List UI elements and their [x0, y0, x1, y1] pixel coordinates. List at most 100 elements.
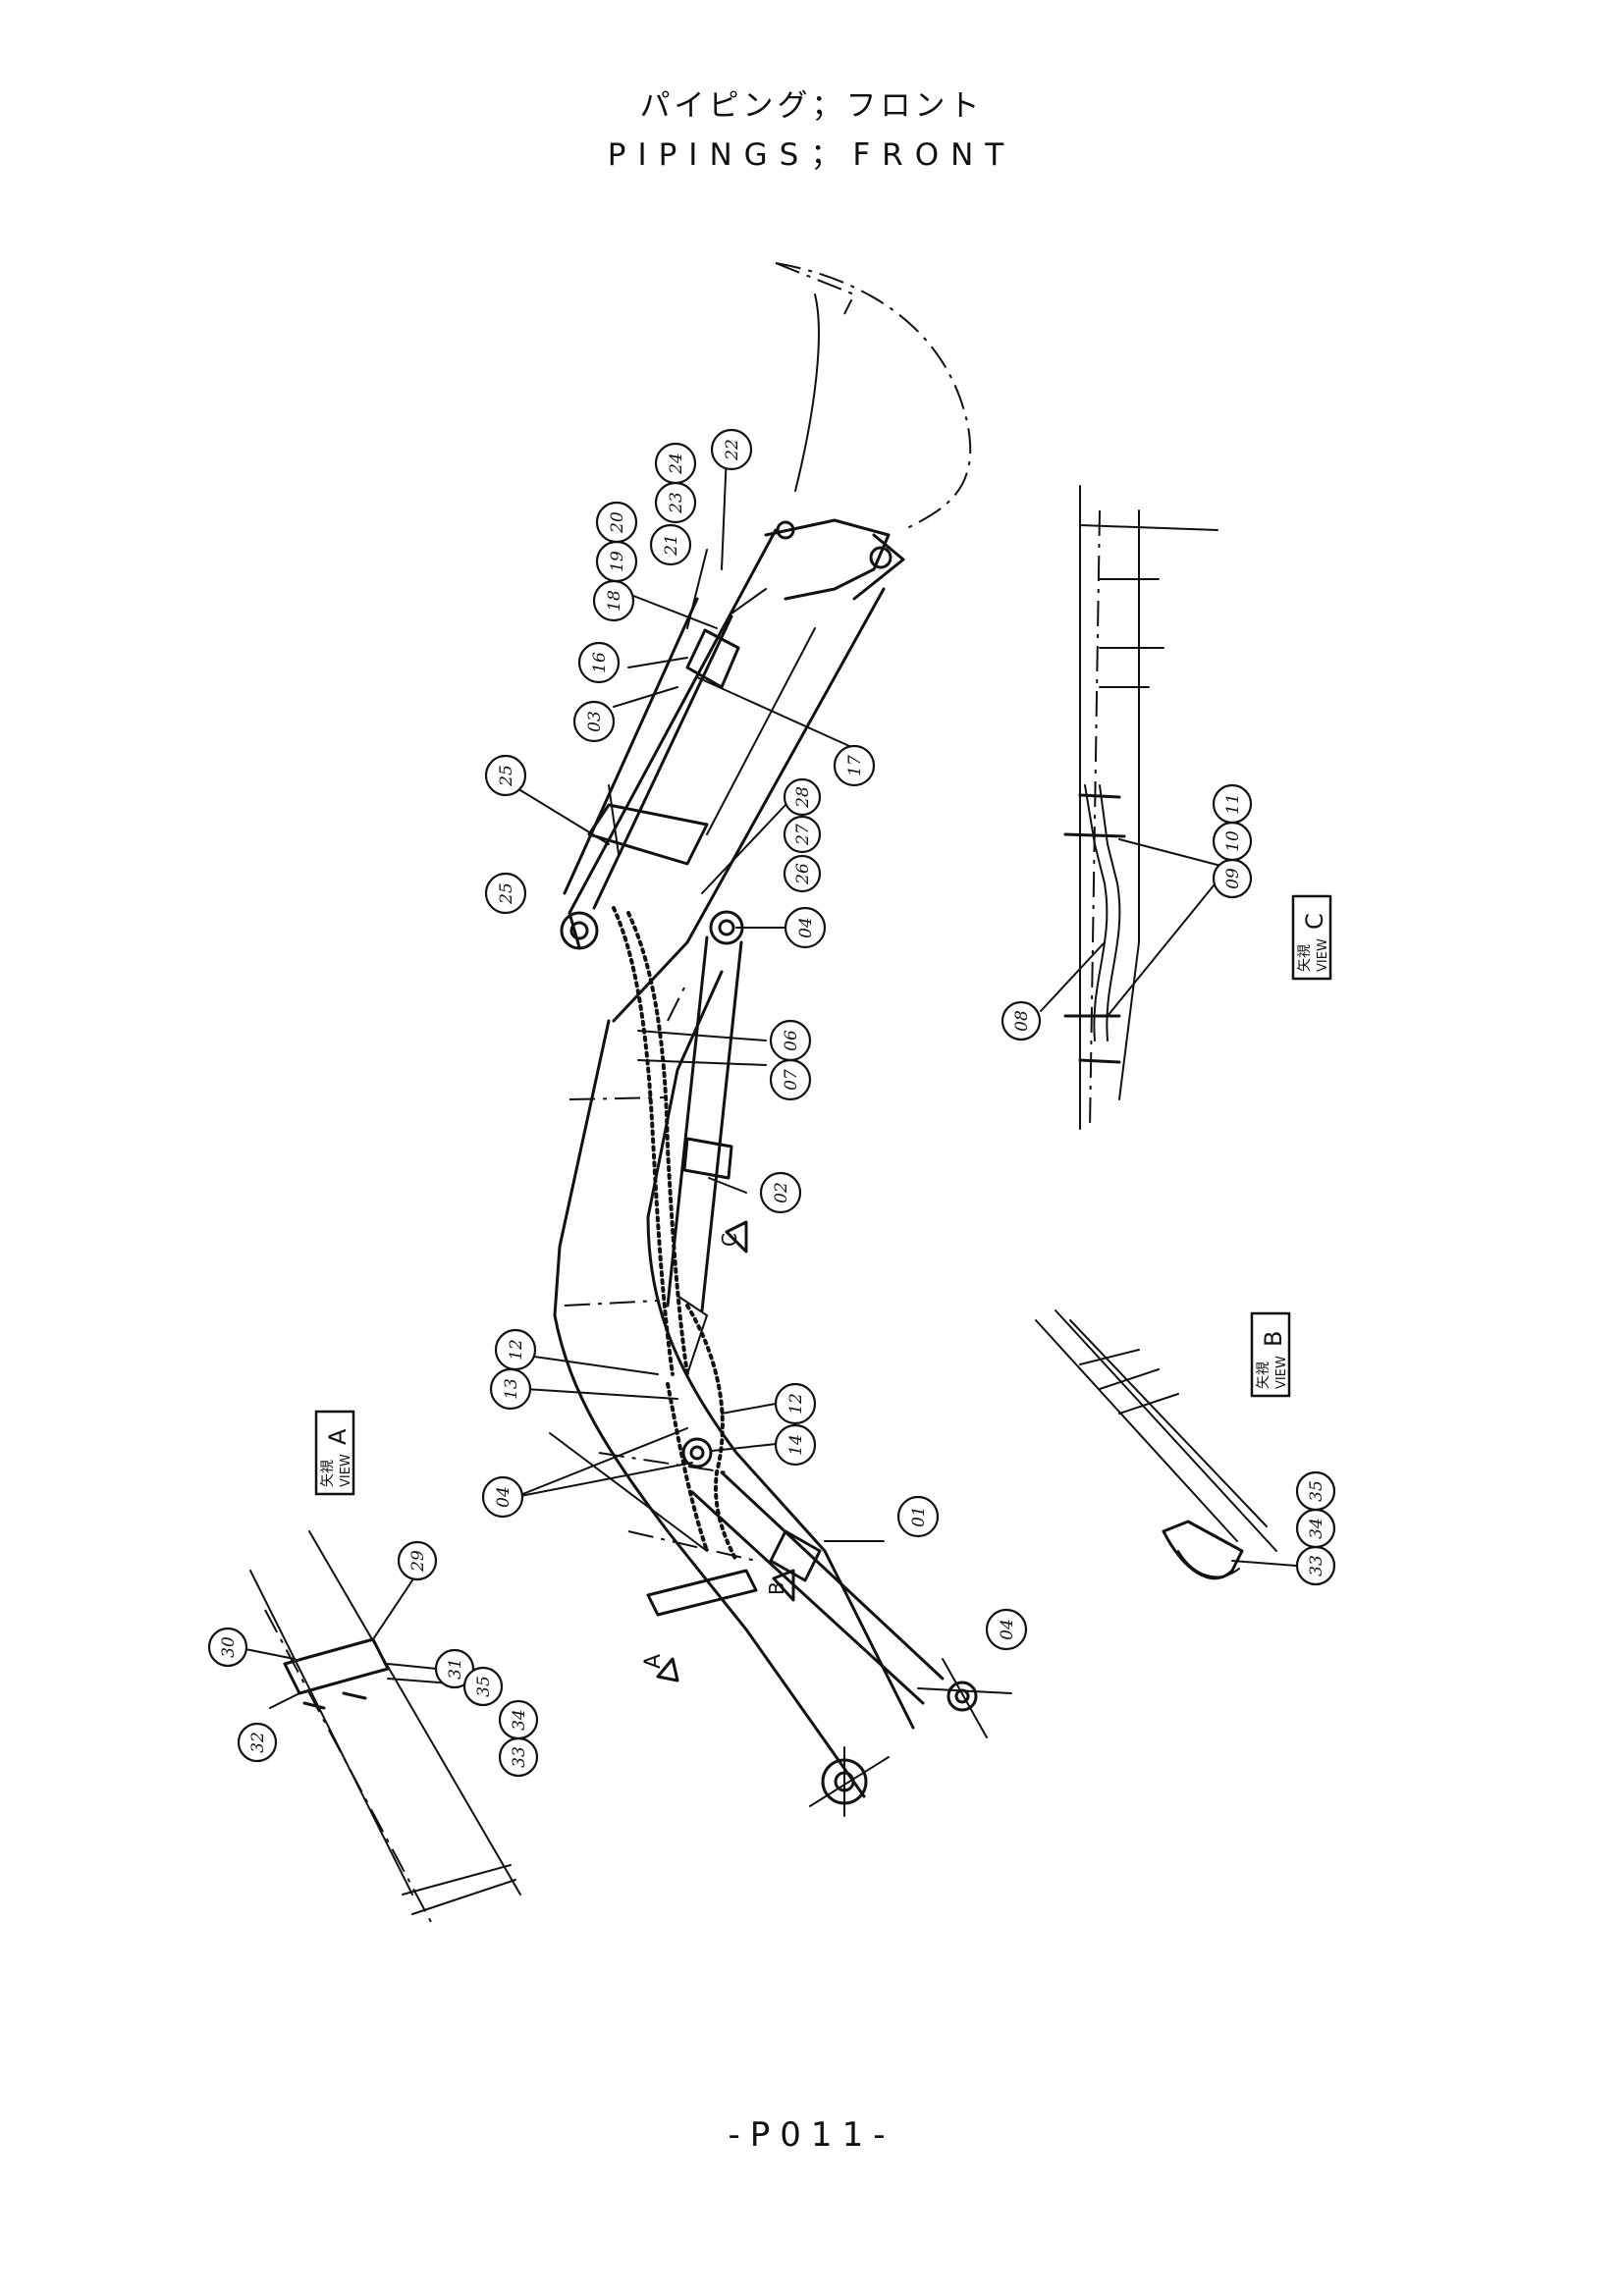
view-b-detail	[1035, 1309, 1297, 1580]
svg-text:16: 16	[590, 652, 610, 673]
svg-text:24: 24	[667, 453, 686, 475]
callout-04-a: 04	[784, 906, 827, 949]
svg-text:17: 17	[845, 755, 865, 776]
callout-03: 03	[572, 700, 616, 743]
boom-cylinder	[681, 1437, 1012, 1738]
svg-text:02: 02	[772, 1182, 791, 1203]
svg-text:08: 08	[1012, 1010, 1032, 1032]
callout-01: 01	[896, 1495, 940, 1538]
svg-text:12: 12	[507, 1339, 526, 1361]
svg-text:04: 04	[796, 917, 816, 938]
callout-b-35: 35	[1295, 1470, 1336, 1512]
svg-text:VIEW: VIEW	[339, 1454, 353, 1487]
callout-04-b: 04	[481, 1475, 524, 1519]
svg-text:11: 11	[1223, 793, 1243, 815]
svg-text:34: 34	[510, 1709, 529, 1731]
view-arrow-b-letter: B	[765, 1581, 788, 1595]
svg-text:10: 10	[1223, 830, 1243, 852]
page-title-japanese: パイピング；フロント	[639, 88, 984, 124]
svg-text:06: 06	[782, 1030, 801, 1051]
svg-text:07: 07	[782, 1069, 801, 1091]
callout-26: 26	[783, 854, 822, 893]
svg-text:04: 04	[998, 1619, 1017, 1640]
callout-24: 24	[654, 442, 697, 485]
svg-text:31: 31	[446, 1658, 465, 1680]
callout-b-33: 33	[1295, 1545, 1336, 1586]
svg-text:01: 01	[909, 1506, 929, 1527]
svg-text:32: 32	[248, 1732, 268, 1753]
callout-a-30: 30	[207, 1627, 248, 1668]
callout-b-34: 34	[1295, 1508, 1336, 1549]
callout-c-09: 09	[1212, 858, 1253, 899]
callout-12-a: 12	[494, 1328, 537, 1371]
svg-text:34: 34	[1307, 1518, 1326, 1539]
svg-text:26: 26	[793, 863, 813, 885]
page-number: -P011-	[728, 2115, 895, 2155]
callout-22: 22	[710, 428, 753, 471]
callout-02: 02	[759, 1171, 802, 1214]
svg-text:22: 22	[723, 439, 742, 461]
view-b-label: 矢視 VIEW B	[1250, 1311, 1291, 1398]
view-arrow-b: B	[765, 1569, 795, 1602]
svg-text:A: A	[324, 1428, 352, 1445]
svg-text:18: 18	[605, 590, 624, 612]
callout-25-b: 25	[484, 754, 527, 797]
view-arrow-a-letter: A	[641, 1654, 666, 1669]
callout-25-a: 25	[484, 872, 527, 915]
svg-text:矢視: 矢視	[320, 1460, 336, 1487]
svg-text:19: 19	[608, 551, 627, 572]
svg-text:29: 29	[408, 1550, 428, 1573]
svg-text:21: 21	[662, 534, 681, 557]
view-a-detail	[244, 1530, 521, 1925]
svg-text:B: B	[1260, 1331, 1287, 1347]
bucket	[764, 262, 972, 601]
callout-28: 28	[783, 777, 822, 817]
svg-text:25: 25	[497, 882, 516, 905]
svg-text:23: 23	[667, 492, 686, 514]
callout-21: 21	[649, 523, 692, 566]
callout-c-11: 11	[1212, 783, 1253, 825]
callout-06: 06	[769, 1019, 812, 1062]
view-arrow-c-letter: C	[718, 1233, 741, 1247]
svg-text:03: 03	[585, 711, 605, 732]
view-arrow-a: A	[641, 1654, 679, 1682]
callout-a-32: 32	[237, 1722, 278, 1763]
callout-14: 14	[774, 1423, 817, 1467]
callout-a-31: 31	[434, 1648, 475, 1689]
view-c-label: 矢視 VIEW C	[1291, 894, 1332, 981]
svg-text:20: 20	[608, 511, 627, 534]
callout-23: 23	[654, 481, 697, 524]
svg-text:35: 35	[1307, 1480, 1326, 1502]
svg-text:27: 27	[793, 824, 813, 846]
callout-a-35: 35	[462, 1666, 504, 1707]
leader-lines	[514, 453, 885, 1542]
callout-12-b: 12	[774, 1382, 817, 1425]
bucket-cylinder	[560, 588, 767, 950]
callout-20: 20	[595, 501, 638, 544]
svg-text:C: C	[1301, 913, 1328, 930]
view-a-label: 矢視 VIEW A	[314, 1410, 355, 1496]
svg-text:33: 33	[1307, 1555, 1326, 1576]
callout-c-08: 08	[1001, 1000, 1042, 1041]
view-c-detail	[1040, 485, 1233, 1130]
svg-text:12: 12	[786, 1393, 806, 1415]
callout-a-34: 34	[498, 1699, 539, 1740]
svg-text:VIEW: VIEW	[1274, 1356, 1289, 1389]
svg-text:09: 09	[1223, 868, 1243, 889]
callout-a-29: 29	[397, 1540, 438, 1581]
callout-07: 07	[769, 1058, 812, 1101]
svg-text:30: 30	[219, 1636, 239, 1658]
view-arrow-c: C	[718, 1220, 748, 1254]
callout-13: 13	[489, 1367, 532, 1411]
svg-text:矢視: 矢視	[1256, 1362, 1271, 1389]
callout-17: 17	[833, 744, 876, 787]
svg-text:14: 14	[786, 1434, 806, 1456]
callout-16: 16	[577, 641, 621, 684]
svg-text:33: 33	[510, 1746, 529, 1768]
boom	[549, 970, 915, 1817]
callout-18: 18	[592, 579, 635, 622]
svg-text:VIEW: VIEW	[1316, 938, 1330, 972]
svg-text:28: 28	[793, 786, 813, 809]
svg-text:04: 04	[494, 1486, 514, 1508]
